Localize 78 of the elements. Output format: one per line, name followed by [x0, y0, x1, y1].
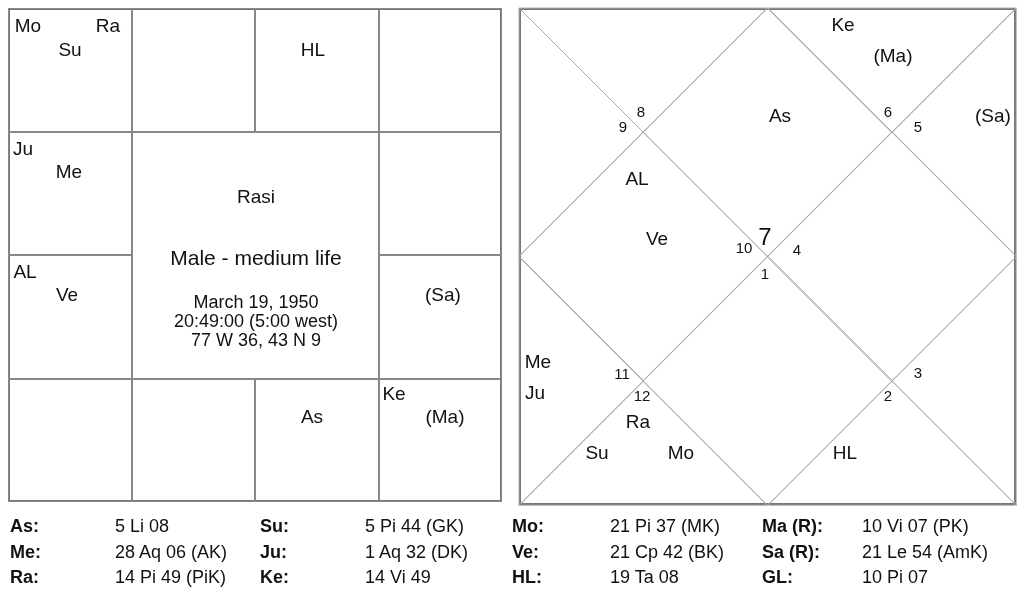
table-key: Su: [260, 517, 289, 535]
chart-text: AL [625, 168, 649, 188]
house-number: 5 [913, 118, 923, 134]
chart-text: Rasi [237, 186, 275, 206]
chart-cell [131, 8, 255, 132]
chart-text: Ju [12, 138, 34, 158]
house-number: 9 [618, 118, 628, 134]
chart-text: As [768, 105, 792, 125]
house-number: 4 [792, 241, 802, 257]
chart-cell [8, 8, 132, 132]
chart-text: Su [58, 39, 82, 59]
table-value: 5 Li 08 [115, 517, 170, 535]
table-value: 21 Pi 37 (MK) [610, 517, 721, 535]
chart-cell [131, 378, 255, 502]
table-value: 1 Aq 32 (DK) [365, 543, 469, 561]
house-number: 6 [883, 103, 893, 119]
table-key: Ve: [512, 543, 540, 561]
house-number: 8 [636, 103, 646, 119]
chart-text: March 19, 1950 [193, 293, 319, 311]
table-key: Sa (R): [762, 543, 820, 561]
table-value: 5 Pi 44 (GK) [365, 517, 465, 535]
table-key: Mo: [512, 517, 544, 535]
chart-cell [378, 378, 502, 502]
chart-text: Ve [645, 228, 669, 248]
chart-text: (Sa) [425, 284, 461, 304]
chart-text: Mo [14, 15, 42, 35]
chart-cell [378, 8, 502, 132]
table-key: Me: [10, 543, 41, 561]
table-key: As: [10, 517, 39, 535]
table-value: 19 Ta 08 [610, 568, 679, 586]
chart-text: As [300, 406, 324, 426]
table-key: Ke: [260, 568, 289, 586]
chart-text: HL [832, 442, 858, 462]
chart-text: Male - medium life [170, 246, 342, 268]
chart-text: Ke [831, 14, 855, 34]
chart-text: 20:49:00 (5:00 west) [173, 312, 339, 330]
chart-text: (Sa) [975, 105, 1011, 125]
table-value: 21 Le 54 (AmK) [862, 543, 989, 561]
chart-cell [255, 8, 379, 132]
chart-text: Ve [55, 284, 79, 304]
house-number: 12 [633, 387, 651, 403]
house-number: 3 [913, 364, 923, 380]
chart-cell [378, 255, 502, 379]
chart-text: Ra [625, 411, 651, 431]
chart-text: Ju [524, 382, 546, 402]
house-number: 10 [735, 239, 753, 255]
table-value: 14 Vi 49 [365, 568, 431, 586]
house-number: 7 [758, 225, 772, 249]
chart-cell [8, 255, 132, 379]
table-key: Ju: [260, 543, 287, 561]
table-key: Ma (R): [762, 517, 823, 535]
chart-text: (Ma) [425, 406, 465, 426]
table-key: GL: [762, 568, 793, 586]
chart-text: Mo [667, 442, 695, 462]
chart-text: HL [300, 39, 326, 59]
chart-text: Ra [95, 15, 121, 35]
chart-text: Su [585, 442, 609, 462]
chart-text: Ke [382, 383, 406, 403]
table-value: 21 Cp 42 (BK) [610, 543, 725, 561]
house-number: 2 [883, 387, 893, 403]
chart-text: Me [524, 351, 552, 371]
chart-text: AL [13, 261, 37, 281]
table-value: 10 Vi 07 (PK) [862, 517, 969, 535]
house-number: 1 [760, 265, 770, 281]
chart-text: Me [55, 161, 83, 181]
chart-cell [255, 378, 379, 502]
chart-text: (Ma) [873, 45, 913, 65]
table-key: Ra: [10, 568, 39, 586]
chart-text: 77 W 36, 43 N 9 [190, 331, 322, 349]
table-value: 10 Pi 07 [862, 568, 929, 586]
table-value: 28 Aq 06 (AK) [115, 543, 228, 561]
chart-cell [378, 131, 502, 255]
table-key: HL: [512, 568, 542, 586]
chart-center-panel [131, 131, 379, 379]
chart-cell [8, 378, 132, 502]
house-number: 11 [614, 365, 630, 381]
table-value: 14 Pi 49 (PiK) [115, 568, 227, 586]
chart-cell [8, 131, 132, 255]
